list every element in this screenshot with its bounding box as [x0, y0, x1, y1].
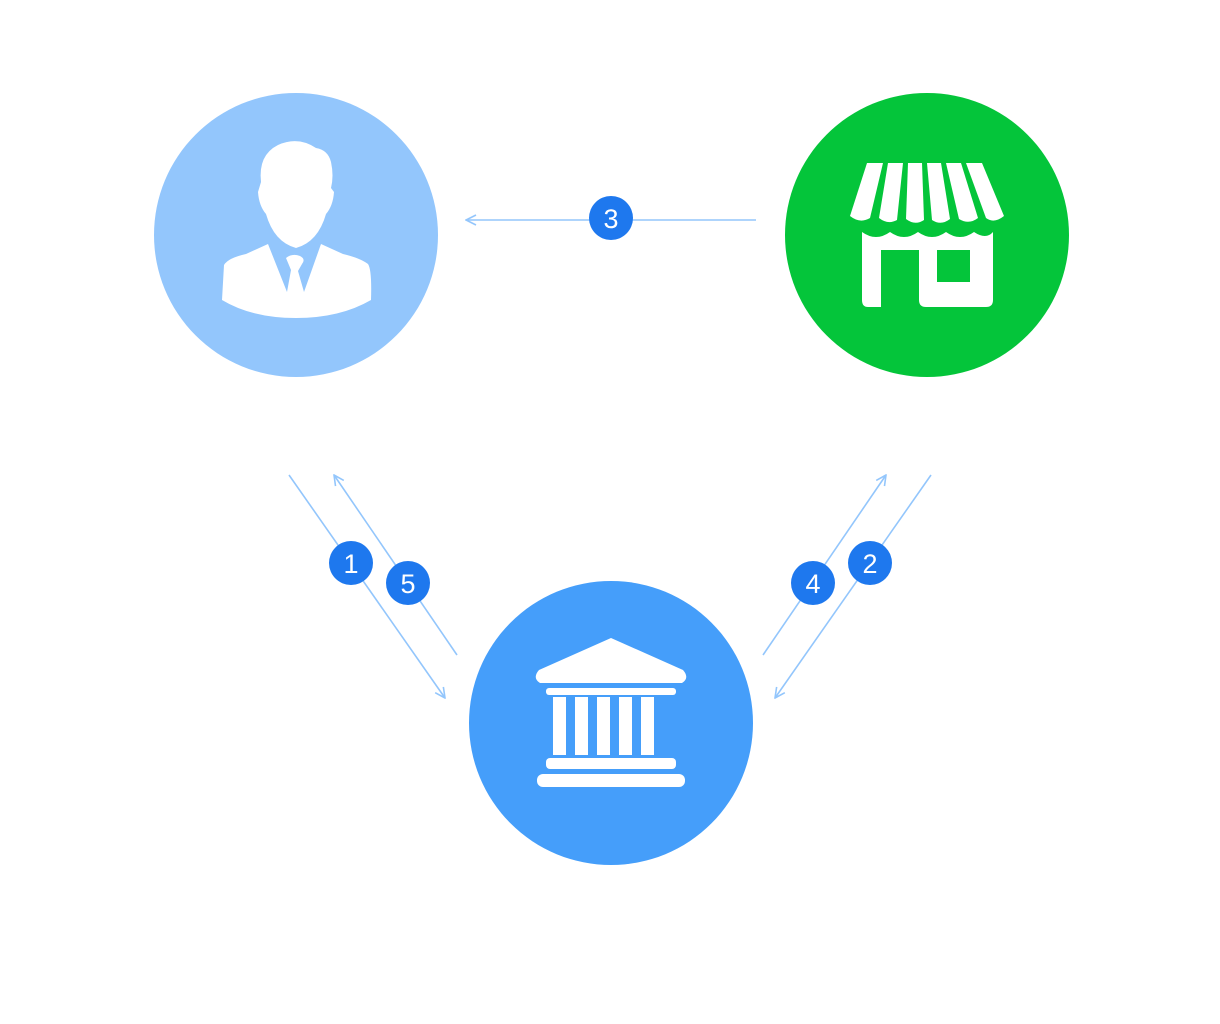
- step-badge-1: 1: [329, 541, 373, 585]
- step-label: 2: [862, 549, 877, 579]
- step-badge-3: 3: [589, 196, 633, 240]
- step-label: 4: [805, 569, 820, 599]
- bank-icon: [535, 638, 687, 787]
- customer-node: [154, 93, 438, 377]
- step-label: 5: [400, 569, 415, 599]
- person-icon: [222, 141, 372, 318]
- step-1-arrow: [288, 474, 445, 698]
- step-2-arrow: [775, 474, 932, 698]
- step-label: 3: [603, 204, 618, 234]
- bank-node: [469, 581, 753, 865]
- step-badge-5: 5: [386, 561, 430, 605]
- merchant-circle: [785, 93, 1069, 377]
- merchant-node: [785, 93, 1069, 377]
- storefront-icon: [850, 163, 1004, 307]
- step-badge-4: 4: [791, 561, 835, 605]
- step-label: 1: [343, 549, 358, 579]
- bank-circle: [469, 581, 753, 865]
- step-badge-2: 2: [848, 541, 892, 585]
